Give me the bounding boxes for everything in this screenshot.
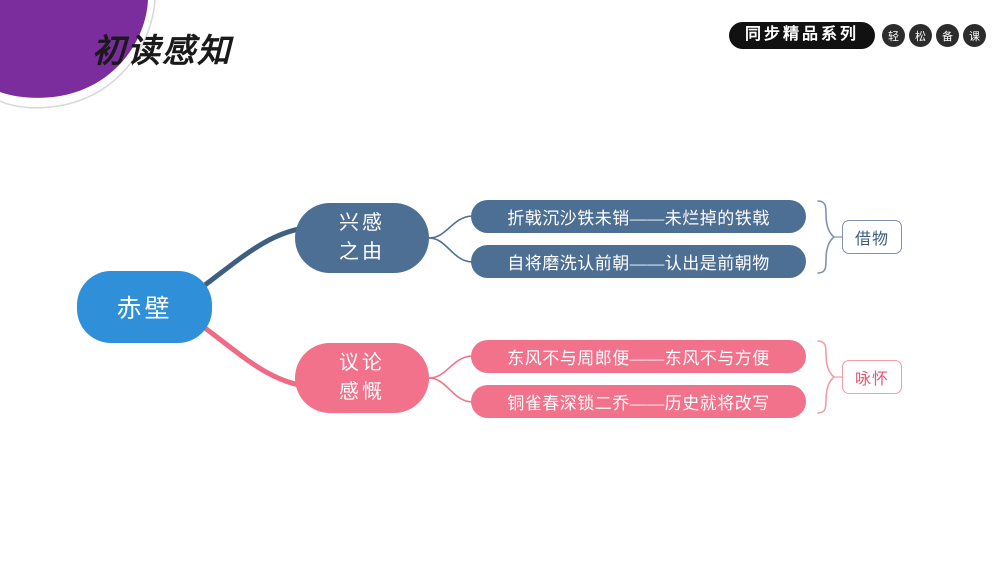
page-title: 初读感知 [92,34,232,70]
mindmap-leaf-node[interactable]: 折戟沉沙铁未销——未烂掉的铁戟 [471,200,806,233]
mindmap-leaf-label: 自将磨洗认前朝——认出是前朝物 [507,254,770,273]
mindmap-branch-label-2: 议论 感慨 [339,349,385,407]
mindmap-root-label: 赤壁 [116,296,173,323]
mindmap-branch-label-2-line2: 感慨 [339,381,385,403]
mindmap-leaf-node[interactable]: 自将磨洗认前朝——认出是前朝物 [471,245,806,278]
mindmap-branch-label-1-line1: 兴感 [339,212,385,234]
mindmap-leaf-node[interactable]: 东风不与周郎便——东风不与方便 [471,340,806,373]
brand-circle: 备 [936,24,959,48]
brand-circle: 松 [909,24,932,48]
mindmap-leaf-node[interactable]: 铜雀春深锁二乔——历史就将改写 [471,385,806,418]
mindmap-leaf-label: 折戟沉沙铁未销——未烂掉的铁戟 [507,209,770,228]
mindmap-summary-tag-2-label: 咏怀 [854,371,889,388]
mindmap-root-node[interactable]: 赤壁 [77,271,212,343]
mindmap-branch-label-1: 兴感 之由 [339,209,385,267]
mindmap-branch-node-2[interactable]: 议论 感慨 [295,343,429,413]
mindmap-branch-label-2-line1: 议论 [339,352,385,374]
mindmap-leaf-label: 铜雀春深锁二乔——历史就将改写 [507,394,770,413]
brand-circle: 课 [963,24,986,48]
brand-logo: 同步精品系列 轻 松 备 课 [728,22,986,50]
brand-pill-label: 同步精品系列 [728,22,875,50]
mindmap-summary-tag-1[interactable]: 借物 [842,220,902,254]
brand-circle-group: 轻 松 备 课 [882,24,986,48]
brand-circle: 轻 [882,24,905,48]
mindmap-branch-label-1-line2: 之由 [339,241,385,263]
mindmap-summary-tag-1-label: 借物 [854,231,889,248]
mindmap-summary-tag-2[interactable]: 咏怀 [842,360,902,394]
mindmap-branch-node-1[interactable]: 兴感 之由 [295,203,429,273]
mindmap-leaf-label: 东风不与周郎便——东风不与方便 [507,349,770,368]
